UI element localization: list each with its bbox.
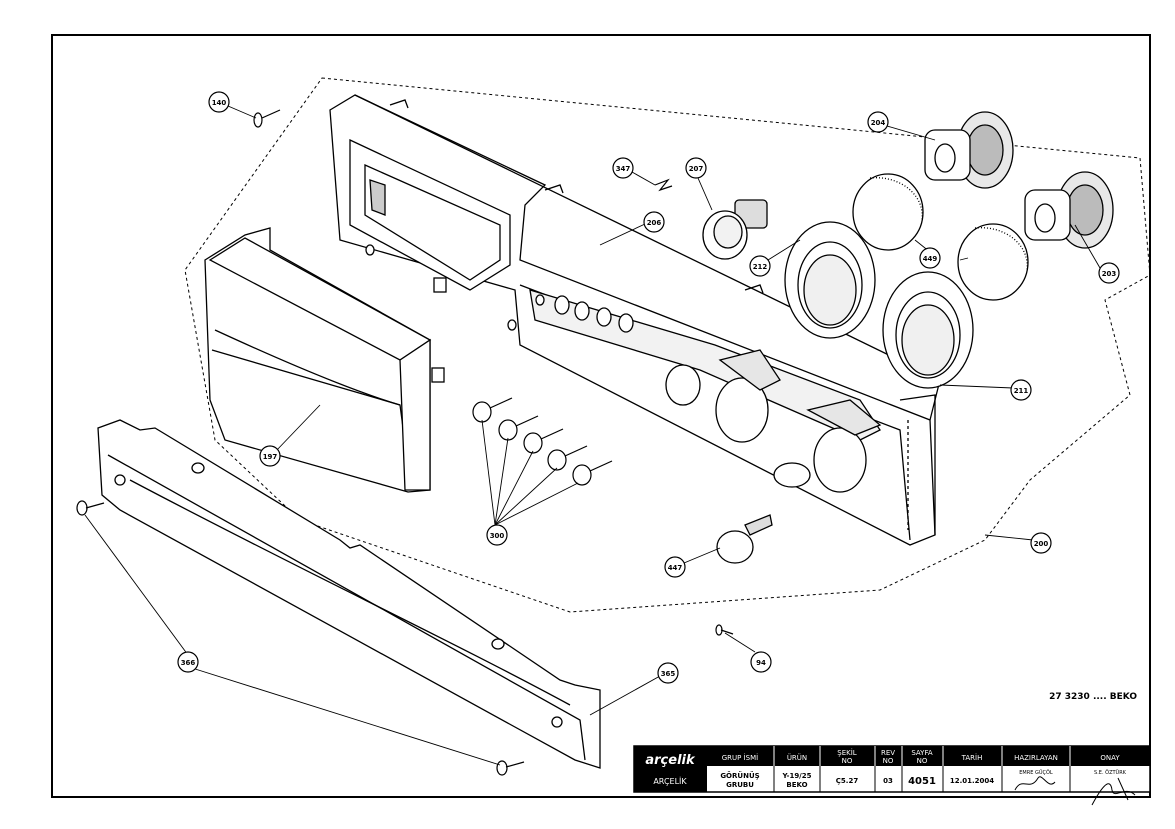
- sheet-border: [51, 34, 1151, 798]
- push-button-447: [716, 514, 773, 564]
- sayfa-value: 4051: [908, 776, 936, 787]
- urun-value-2: BEKO: [786, 781, 807, 789]
- callout-circle-94: [750, 651, 772, 673]
- callout-204: 204: [871, 119, 886, 127]
- drawer-handle: [204, 227, 445, 493]
- callout-211: 211: [1014, 387, 1029, 395]
- grup-isim-label: GRUP İSMİ: [722, 753, 758, 762]
- callout-212: 212: [753, 263, 768, 271]
- screw-366-upper: [76, 500, 105, 516]
- signature-hazirlayan: [1014, 776, 1056, 791]
- push-buttons-300: [472, 397, 613, 486]
- urun-label: ÜRÜN: [787, 753, 807, 762]
- rev-value: 03: [883, 777, 893, 785]
- callout-circle-447: [664, 556, 686, 578]
- signature-onay: [1091, 777, 1136, 806]
- callout-300: 300: [490, 532, 505, 540]
- callout-366: 366: [181, 659, 196, 667]
- callout-circle-449: [919, 247, 941, 269]
- grup-isim-value-2: GRUBU: [726, 781, 754, 789]
- company-sub: ARÇELİK: [653, 776, 687, 786]
- callout-circle-200: [1030, 532, 1052, 554]
- switch-204: [924, 111, 1014, 189]
- callout-206: 206: [647, 219, 662, 227]
- drawing-code: 27 3230 .... BEKO: [1049, 692, 1137, 702]
- knob-ring-212: [784, 221, 876, 339]
- callout-449: 449: [923, 255, 938, 263]
- tarih-label: TARİH: [961, 753, 983, 762]
- callout-203: 203: [1102, 270, 1117, 278]
- callout-circle-212: [749, 255, 771, 277]
- screw-366-lower: [496, 760, 525, 776]
- callout-347: 347: [616, 165, 631, 173]
- screw-94: [715, 624, 734, 636]
- knob-ring-211: [882, 271, 974, 389]
- lower-trim-strip: [97, 419, 601, 769]
- callout-circle-203: [1098, 262, 1120, 284]
- sekil-label-1: ŞEKİL: [837, 748, 857, 757]
- callout-circle-140: [208, 91, 230, 113]
- callout-circle-365: [657, 662, 679, 684]
- callout-365: 365: [661, 670, 676, 678]
- callout-circle-366: [177, 651, 199, 673]
- onay-label: ONAY: [1100, 754, 1120, 762]
- callout-circle-211: [1010, 379, 1032, 401]
- callout-circle-347: [612, 157, 634, 179]
- knob-449-lower: [957, 223, 1029, 301]
- sekil-label-2: NO: [842, 757, 853, 765]
- callout-94: 94: [756, 659, 766, 667]
- grup-isim-value-1: GÖRÜNÜŞ: [720, 771, 759, 780]
- callout-447: 447: [668, 564, 683, 572]
- sayfa-label-2: NO: [917, 757, 928, 765]
- callout-200: 200: [1034, 540, 1049, 548]
- onay-value: S.E. ÖZTÜRK: [1094, 769, 1127, 776]
- title-block: arçelik ARÇELİK GRUP İSMİ ÜRÜN ŞEKİL NO …: [633, 745, 1151, 806]
- hazirlayan-label: HAZIRLAYAN: [1014, 754, 1058, 762]
- urun-value-1: Y-19/25: [782, 772, 812, 780]
- spring-347: [654, 178, 673, 192]
- callout-circle-197: [259, 445, 281, 467]
- selector-knob-207: [702, 199, 768, 260]
- callout-circle-206: [643, 211, 665, 233]
- rev-label-1: REV: [881, 749, 895, 757]
- callout-circle-207: [685, 157, 707, 179]
- knob-449-upper: [852, 173, 924, 251]
- company-logo: arçelik: [645, 753, 696, 768]
- callout-circles: [177, 91, 1120, 684]
- callout-circle-300: [486, 524, 508, 546]
- callout-207: 207: [689, 165, 704, 173]
- hazirlayan-value: EMRE GÜÇÖL: [1019, 769, 1053, 776]
- leader-lines: [84, 105, 1101, 766]
- rev-label-2: NO: [883, 757, 894, 765]
- switch-203: [1024, 171, 1114, 249]
- callout-197: 197: [263, 453, 278, 461]
- sayfa-label-1: SAYFA: [911, 749, 932, 757]
- tarih-value: 12.01.2004: [950, 777, 994, 785]
- callout-circle-204: [867, 111, 889, 133]
- callout-140: 140: [212, 99, 227, 107]
- sekil-value: Ç5.27: [836, 777, 859, 785]
- screw-140: [253, 109, 281, 128]
- assembly-group-outline: [184, 77, 1151, 613]
